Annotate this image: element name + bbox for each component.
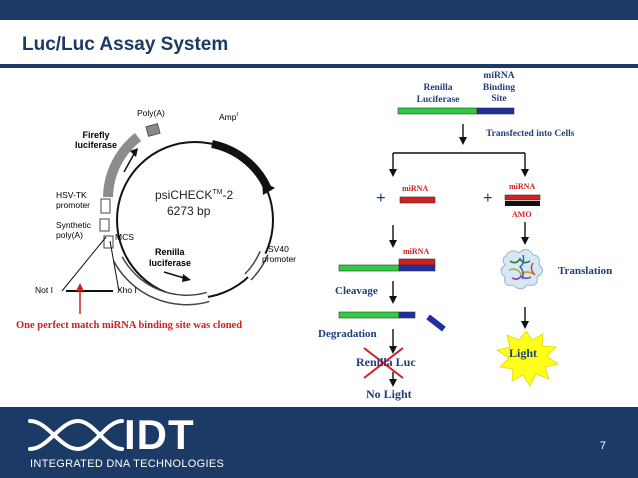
label-light: Light [509, 346, 538, 360]
label-left-mirna: miRNA [402, 184, 429, 193]
label-xho1: Xho I [117, 285, 137, 295]
cleaved-renilla-bar [338, 311, 400, 319]
plasmid-size: 6273 bp [167, 204, 211, 218]
bound-renilla-bar [338, 264, 400, 272]
label-synthetic-polya: Synthetic poly(A) [56, 220, 91, 240]
renilla-arrow-head [182, 274, 191, 282]
label-amp: Ampr [219, 112, 239, 122]
label-renilla-luciferase-construct: Renilla Luciferase [416, 83, 460, 105]
label-degradation: Degradation [318, 328, 377, 340]
label-transfected: Transfected into Cells [486, 129, 575, 139]
plasmid-caption: One perfect match miRNA binding site was… [16, 320, 243, 331]
label-hsvtk-promoter: HSV-TK promoter [56, 190, 91, 210]
page-number: 7 [599, 440, 606, 452]
right-mirna-bar [504, 194, 541, 201]
zoom-line-left [61, 236, 107, 292]
synthetic-polya-block [99, 218, 110, 232]
label-no-light: No Light [366, 387, 412, 401]
plus-left: + [376, 188, 386, 207]
mcs-block [103, 235, 114, 249]
label-firefly-luciferase: Firefly luciferase [74, 130, 118, 150]
title-rule [0, 64, 638, 68]
company-name: INTEGRATED DNA TECHNOLOGIES [30, 458, 225, 470]
label-renilla-luc-crossed: Renilla Luc [356, 355, 416, 369]
label-translation: Translation [558, 265, 613, 277]
idt-logo-mark [28, 419, 124, 451]
label-mcs: MCS [115, 232, 134, 242]
polya-block [145, 123, 161, 137]
diagram-graphics [61, 107, 559, 387]
amp-arrow [262, 181, 275, 195]
hsvtk-block [100, 198, 111, 214]
released-fragment [426, 314, 446, 332]
cross-line-2 [363, 347, 404, 379]
label-renilla-luciferase: Renilla luciferase [149, 247, 192, 268]
protein-structure-image [500, 249, 543, 290]
plus-right: + [483, 188, 493, 207]
idt-logo-text: IDT [124, 411, 195, 458]
content-panel: Poly(A) Ampr Firefly luciferase HSV-TK p… [12, 69, 626, 407]
footer-bar: IDT INTEGRATED DNA TECHNOLOGIES [0, 407, 638, 478]
zoom-line-right [109, 240, 120, 292]
renilla-arrow-line [163, 271, 185, 279]
construct-renilla-bar [397, 107, 478, 115]
plasmid-name: psiCHECKTM-2 [155, 188, 234, 202]
firefly-arrow-line [123, 153, 135, 173]
label-mirna-binding-site: miRNA Binding Site [482, 71, 516, 104]
bound-site-bar [398, 264, 436, 272]
cleaved-site-bar [398, 311, 416, 319]
right-amo-bar [505, 201, 540, 206]
light-starburst [496, 330, 559, 387]
label-cleavage: Cleavage [335, 285, 378, 297]
firefly-segment [103, 133, 142, 198]
caption-arrow-head [76, 283, 84, 291]
label-bound-mirna: miRNA [403, 247, 430, 256]
construct-site-bar [476, 107, 515, 115]
amp-segment [211, 140, 271, 189]
left-mirna-bar [399, 196, 436, 204]
label-sv40-promoter: SV40 promoter [262, 244, 297, 264]
label-right-mirna: miRNA [509, 182, 536, 191]
slide-title: Luc/Luc Assay System [22, 34, 229, 55]
bound-mirna-bar [398, 258, 436, 266]
firefly-arrow-head [130, 148, 138, 157]
label-polya: Poly(A) [137, 108, 165, 118]
label-not1: Not I [35, 285, 53, 295]
top-bar [0, 0, 638, 20]
label-amo: AMO [512, 210, 532, 219]
